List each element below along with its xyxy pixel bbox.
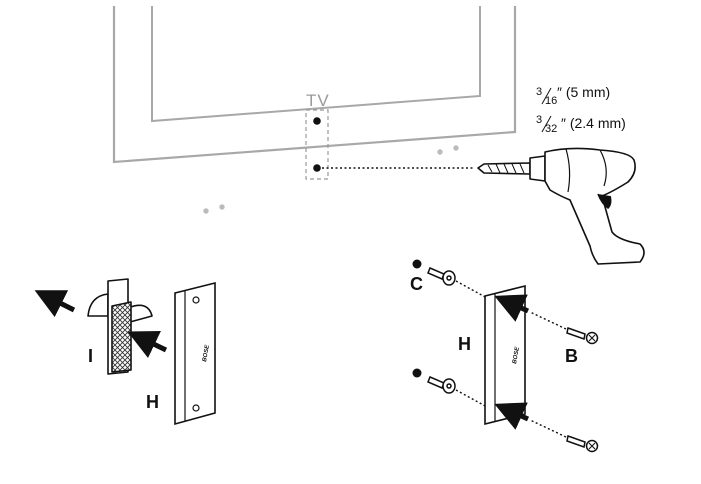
callout-h-left: H xyxy=(146,392,159,412)
bracket-outline-on-tv xyxy=(305,109,329,180)
tv-outline-icon xyxy=(112,6,517,164)
mounting-bracket-icon xyxy=(174,281,216,426)
callout-h-right: H xyxy=(458,334,471,354)
arrow-icon xyxy=(34,290,76,318)
screw-guide-lower xyxy=(529,419,567,438)
bracket-brand-mark-left: BOSE xyxy=(202,344,211,363)
drill-bit-large-size: 3 16 ″ (5 mm) xyxy=(536,84,610,107)
arrow-icon xyxy=(127,330,168,359)
bit-small-denominator: 32 xyxy=(545,123,557,135)
drill-bit-small-size: 3 32 ″ (2.4 mm) xyxy=(536,114,626,135)
adhesive-pad-icon xyxy=(87,278,153,375)
screw-guide-upper xyxy=(529,311,567,330)
tv-label: TV xyxy=(306,91,330,110)
wall-anchor-icon xyxy=(427,267,456,286)
screw-icon xyxy=(566,327,599,345)
bit-large-numerator: 3 xyxy=(536,86,542,98)
anchor-guide-lower xyxy=(455,389,488,408)
callout-b: B xyxy=(565,346,578,366)
mark-hole-bottom xyxy=(313,164,321,172)
bit-large-denominator: 16 xyxy=(545,95,557,107)
bit-small-suffix: ″ (2.4 mm) xyxy=(561,115,626,131)
wall-hole-marks xyxy=(203,145,459,214)
arrow-icon xyxy=(494,402,530,430)
callout-c: C xyxy=(410,274,423,294)
mark-hole-top xyxy=(313,117,321,125)
anchor-guide-upper xyxy=(455,280,488,299)
arrow-icon xyxy=(494,294,530,322)
bracket-brand-mark-right: BOSE xyxy=(512,346,521,365)
wall-hole-lower xyxy=(412,368,422,378)
screw-icon xyxy=(566,435,599,453)
wall-anchor-icon xyxy=(427,376,456,394)
callout-i: I xyxy=(88,346,93,366)
bit-small-numerator: 3 xyxy=(536,114,542,126)
drill-icon xyxy=(477,147,645,265)
bit-large-suffix: ″ (5 mm) xyxy=(557,84,610,100)
wall-hole-upper xyxy=(412,259,422,269)
